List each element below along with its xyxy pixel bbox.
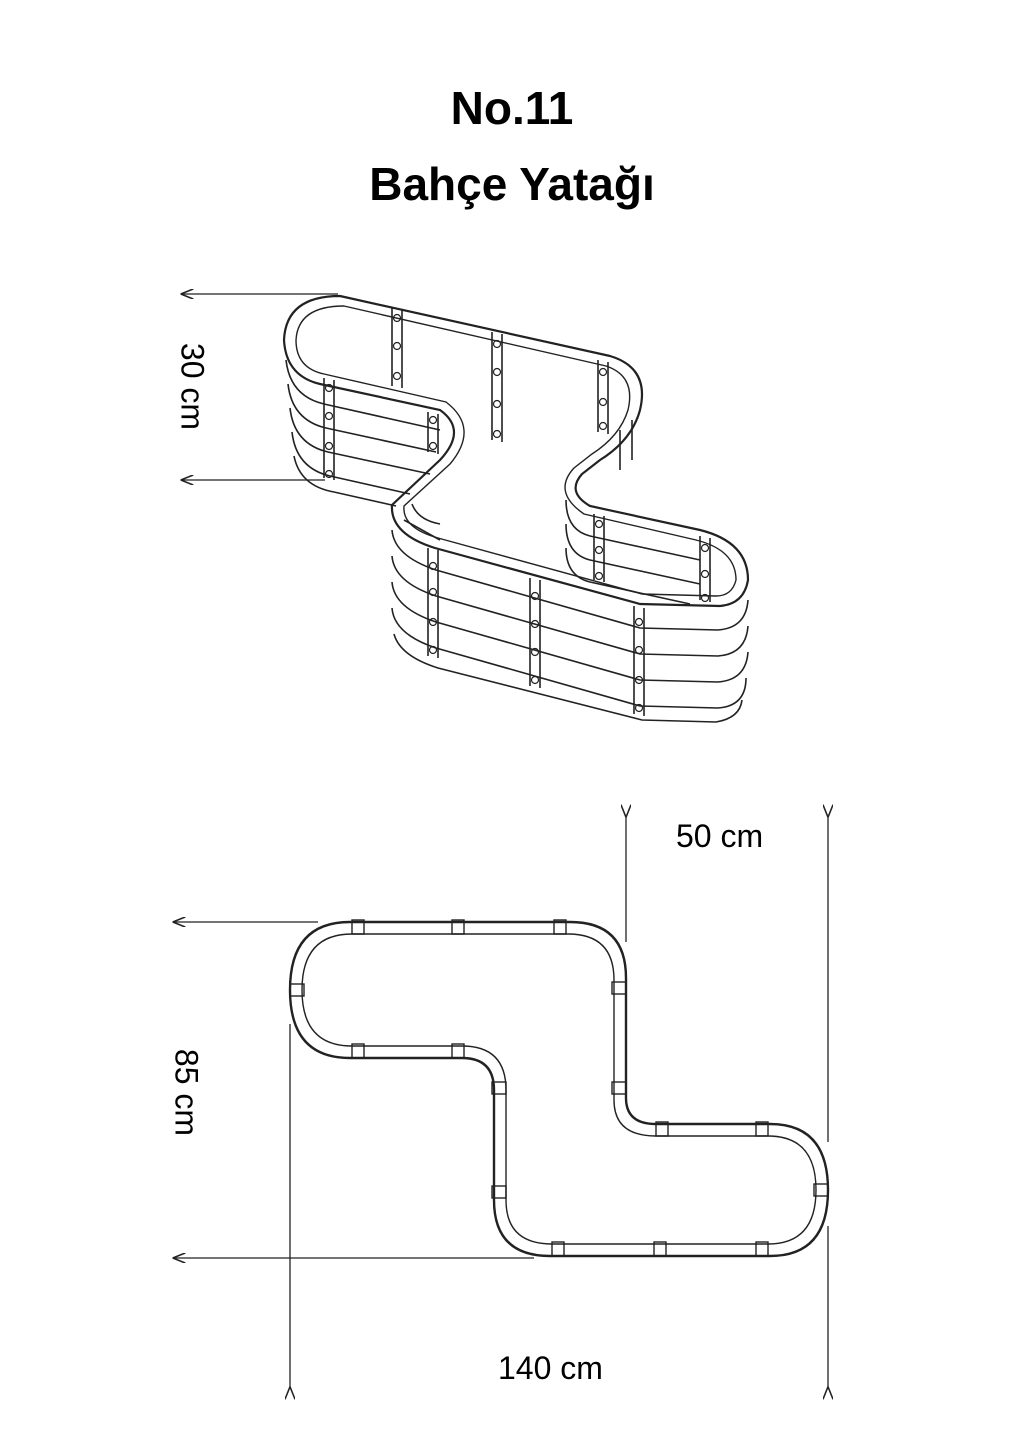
model-number: No.11 (450, 82, 574, 134)
product-name: Bahçe Yatağı (369, 158, 655, 210)
length-dimension-label: 140 cm (498, 1350, 603, 1386)
height-dimension-label: 30 cm (174, 342, 211, 431)
raised-bed-plan (288, 919, 830, 1258)
title-block: No.11 Bahçe Yatağı (0, 70, 1024, 222)
end-width-dimension-label: 50 cm (676, 818, 764, 854)
raised-bed-perspective (282, 294, 750, 723)
width-dimension-label: 85 cm (168, 1048, 205, 1137)
